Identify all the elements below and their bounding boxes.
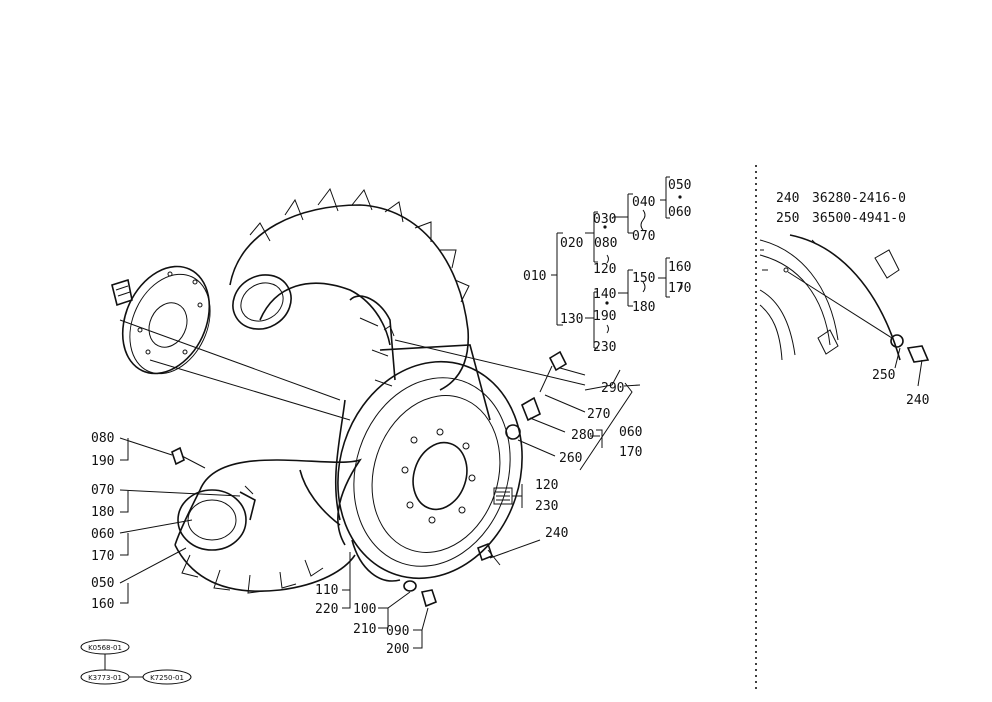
bracket-290-group bbox=[579, 382, 633, 471]
callout-right-labels: 290 270 280 260 060 170 120 230 240 bbox=[535, 381, 642, 541]
callout-020: 020 bbox=[560, 236, 583, 251]
callout-180-left: 180 bbox=[91, 505, 114, 520]
table-row-2-part: 36500-4941-0 bbox=[812, 211, 906, 226]
callout-290: 290 bbox=[601, 381, 624, 396]
callout-130: 130 bbox=[560, 312, 583, 327]
parts-table: 240 36280-2416-0 250 36500-4941-0 bbox=[776, 191, 906, 226]
callout-100: 100 bbox=[353, 602, 376, 617]
hardware bbox=[171, 325, 568, 608]
tire bbox=[174, 187, 470, 594]
callout-250-detail: 250 bbox=[872, 368, 895, 383]
callout-240-main: 240 bbox=[545, 526, 568, 541]
leader-lines bbox=[119, 319, 641, 649]
callout-120-right: 120 bbox=[535, 478, 558, 493]
callout-230-top: 230 bbox=[593, 340, 616, 355]
callout-240-detail: 240 bbox=[906, 393, 929, 408]
callout-bottom-labels: 110 220 100 210 090 200 bbox=[315, 583, 409, 657]
callout-180-top: 180 bbox=[632, 300, 655, 315]
callout-left-labels: 080 190 070 180 060 170 050 160 bbox=[91, 431, 114, 612]
callout-010: 010 bbox=[523, 269, 546, 284]
callout-050: 050 bbox=[668, 178, 691, 193]
callout-190-top: 190 bbox=[593, 309, 616, 324]
callout-220: 220 bbox=[315, 602, 338, 617]
callout-150: 150 bbox=[632, 271, 655, 286]
callout-110: 110 bbox=[315, 583, 338, 598]
callout-170-right: 170 bbox=[619, 445, 642, 460]
callout-090: 090 bbox=[386, 624, 409, 639]
reference-labels: K0568-01 K3773-01 K7250-01 bbox=[88, 644, 184, 682]
callout-060-right: 060 bbox=[619, 425, 642, 440]
ref-ovals bbox=[80, 639, 192, 685]
hub-flange bbox=[111, 265, 211, 375]
callout-050-left: 050 bbox=[91, 576, 114, 591]
callout-120-top: 120 bbox=[593, 262, 616, 277]
table-row-1-part: 36280-2416-0 bbox=[812, 191, 906, 206]
callout-060-top: 060 bbox=[668, 205, 691, 220]
callout-070-top: 070 bbox=[632, 229, 655, 244]
callout-170-top: 170 bbox=[668, 281, 691, 296]
ref-k3773[interactable]: K3773-01 bbox=[88, 674, 122, 682]
callout-080-top: 080 bbox=[594, 236, 617, 251]
callout-270: 270 bbox=[587, 407, 610, 422]
ref-k7250[interactable]: K7250-01 bbox=[150, 674, 184, 682]
callout-070-left: 070 bbox=[91, 483, 114, 498]
detail-inset bbox=[759, 234, 930, 387]
detail-labels: 250 240 bbox=[872, 368, 929, 408]
callout-160: 160 bbox=[668, 260, 691, 275]
callout-060-left: 060 bbox=[91, 527, 114, 542]
callout-230-right: 230 bbox=[535, 499, 558, 514]
table-row-2-no: 250 bbox=[776, 211, 799, 226]
part-tree bbox=[551, 176, 683, 349]
callout-200: 200 bbox=[386, 642, 409, 657]
ref-k0568[interactable]: K0568-01 bbox=[88, 644, 122, 652]
callout-160-left: 160 bbox=[91, 597, 114, 612]
callout-210: 210 bbox=[353, 622, 376, 637]
callout-190-left: 190 bbox=[91, 454, 114, 469]
callout-260: 260 bbox=[559, 451, 582, 466]
clamp-ring bbox=[177, 485, 256, 551]
callout-030: 030 bbox=[593, 212, 616, 227]
table-row-1-no: 240 bbox=[776, 191, 799, 206]
callout-280: 280 bbox=[571, 428, 594, 443]
rim bbox=[299, 295, 491, 526]
callout-tree-labels: 010 020 030 080 120 040 070 050 060 130 … bbox=[523, 178, 691, 355]
callout-170-left: 170 bbox=[91, 549, 114, 564]
callout-040: 040 bbox=[632, 195, 655, 210]
callout-080-left: 080 bbox=[91, 431, 114, 446]
wheel-disc bbox=[337, 360, 523, 582]
wheel-illustration bbox=[80, 165, 930, 690]
callout-140: 140 bbox=[593, 287, 616, 302]
